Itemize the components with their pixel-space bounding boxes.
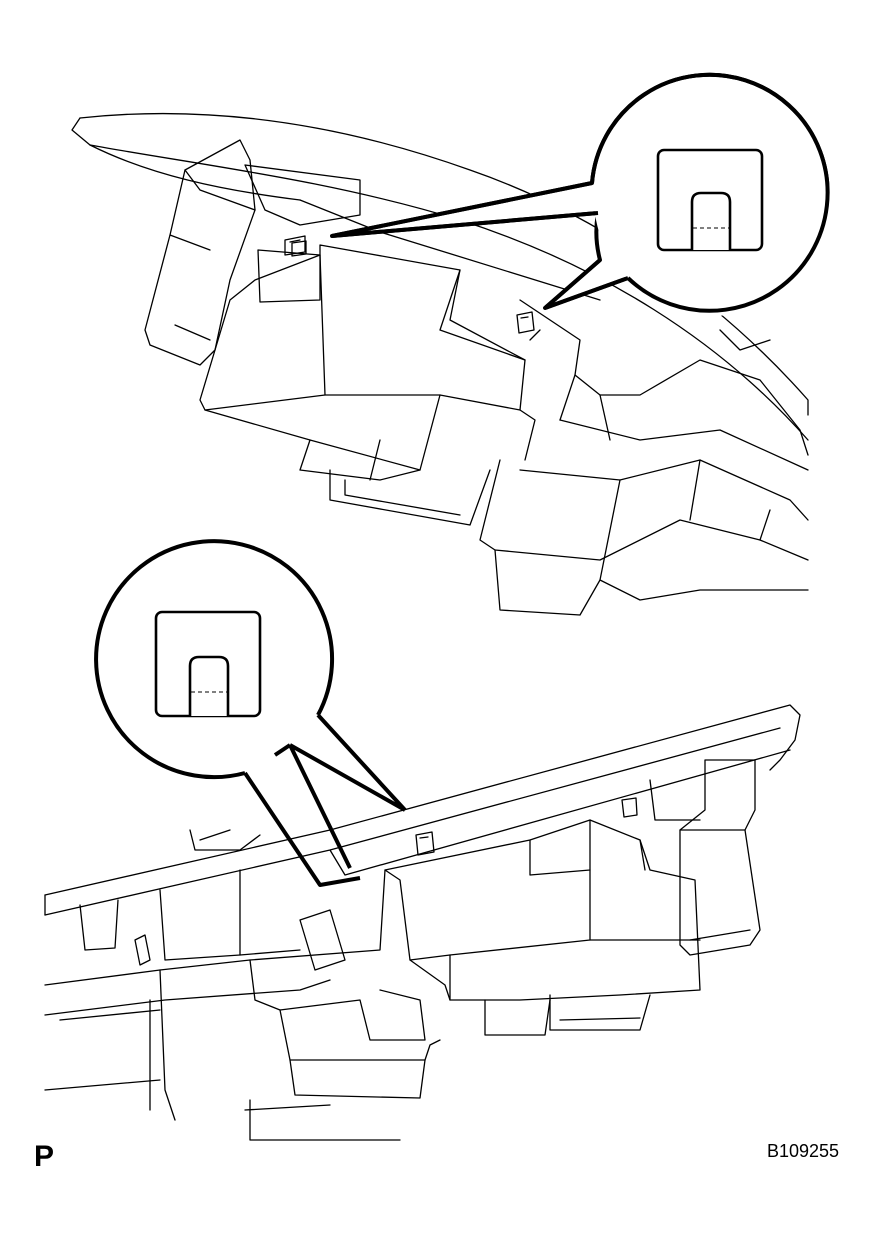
lower-switch-assembly [44,704,801,1141]
lower-claw-marker [415,831,435,856]
claw-detail-icon [656,148,764,252]
figure-code: B109255 [767,1141,840,1161]
upper-claw-marker [516,311,535,334]
upper-switch-assembly [71,112,809,616]
claw-detail-icon [154,610,262,718]
upper-callout-balloon [330,72,830,316]
lower-callout-balloon [94,539,407,887]
page-letter: P [34,1140,55,1173]
